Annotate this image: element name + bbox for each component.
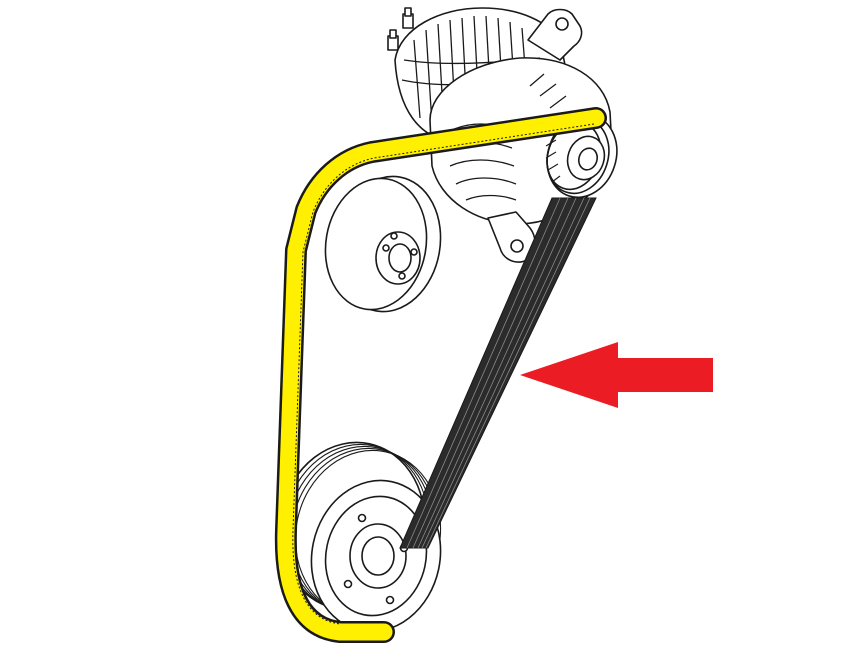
red-arrow-icon: [520, 342, 713, 408]
idler-pulley: [324, 175, 442, 313]
belt-ribs: [406, 197, 591, 549]
mount-bolt-hole: [510, 239, 524, 253]
serpentine-belt: [274, 107, 607, 643]
alternator: [387, 7, 618, 263]
idler-bolt-hole: [382, 244, 390, 252]
idler-center-bore: [388, 243, 412, 273]
belt-right-span: [399, 197, 597, 549]
idler-bolt-hole: [390, 232, 398, 240]
crank-bolt-hole: [357, 513, 367, 523]
belt-highlight-fill: [277, 109, 605, 641]
belt-highlight-ribs: [292, 123, 595, 625]
alternator-stud: [387, 29, 399, 51]
crankshaft-pulley: [278, 441, 442, 633]
crank-bolt-hole: [343, 579, 353, 589]
pointer-arrow: [520, 342, 713, 408]
alternator-pulley: [545, 113, 618, 199]
idler-bolt-hole: [410, 248, 418, 256]
mount-bolt-hole: [555, 17, 569, 31]
alternator-stud: [402, 7, 414, 29]
idler-bolt-hole: [398, 272, 406, 280]
crank-bolt-hole: [385, 595, 395, 605]
crank-center-bore: [361, 536, 395, 576]
